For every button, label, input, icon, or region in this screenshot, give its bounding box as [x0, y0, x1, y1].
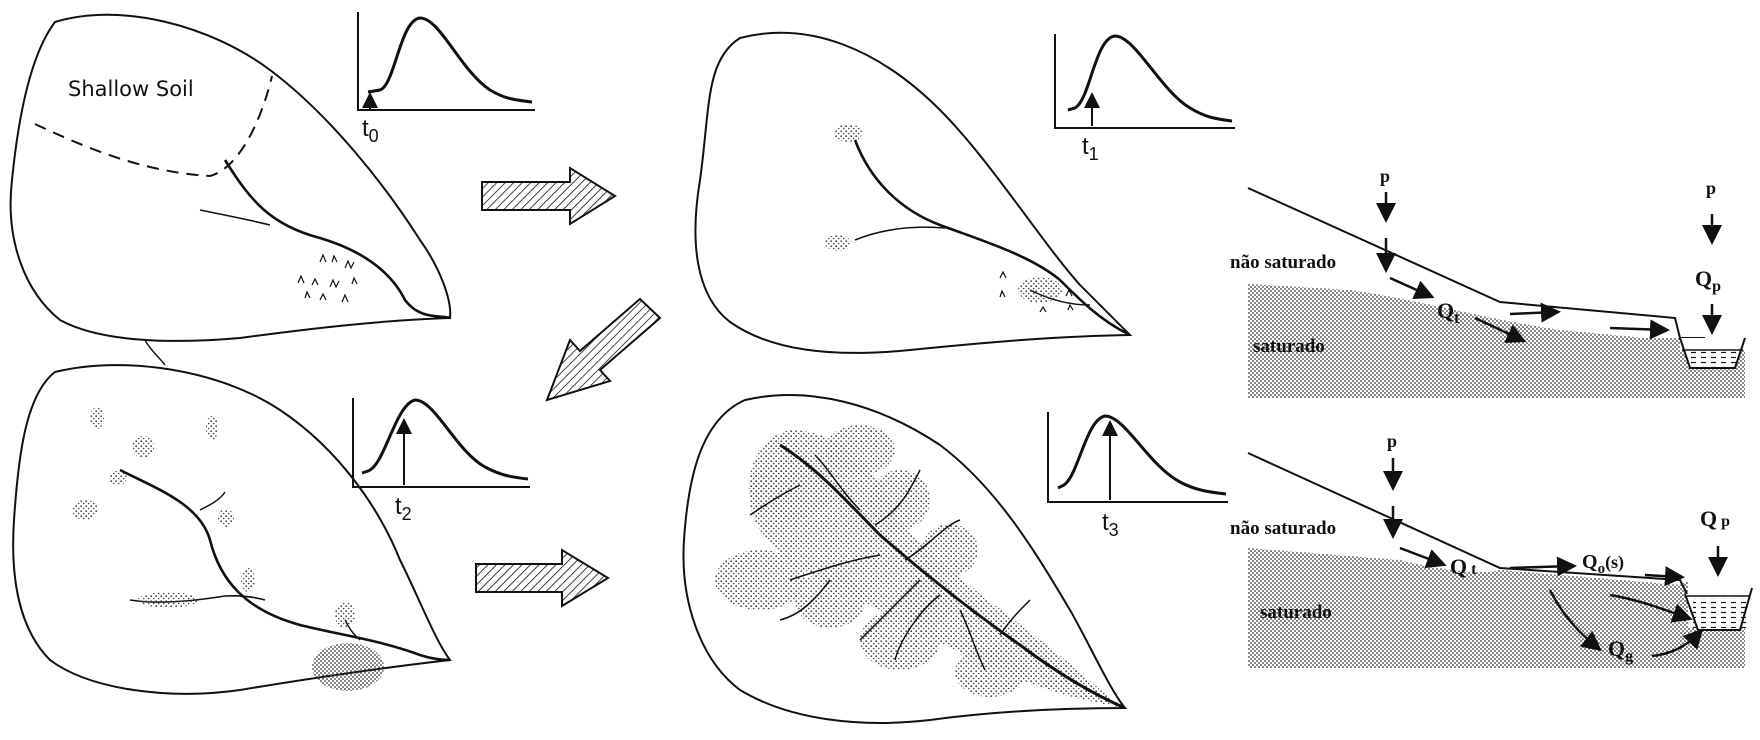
vegetation-marks	[298, 255, 357, 302]
precip-label-top-left: p	[1380, 166, 1390, 186]
saturated-area-b-t2	[132, 436, 154, 458]
saturated-area-c-t2	[206, 416, 218, 440]
tributary-t0	[200, 210, 270, 225]
peak-flow-label-top: Qp	[1695, 266, 1721, 295]
time-label-t3: t3	[1102, 509, 1119, 540]
time-label-t0: t0	[362, 115, 379, 146]
saturated-area-outlet-t1	[1018, 277, 1062, 303]
hydrograph-t1: t1	[1055, 34, 1235, 164]
cross-section-top: p p Qp não saturado saturado Qt	[1230, 166, 1745, 398]
watershed-outline-t0	[11, 15, 451, 341]
hydrograph-t3: t3	[1048, 412, 1228, 540]
stream-channel-t0	[225, 160, 450, 318]
saturated-area-a-t2	[90, 407, 104, 429]
saturated-area-e-t2	[72, 500, 98, 520]
saturated-label-bottom: saturado	[1260, 602, 1332, 623]
time-label-t1: t1	[1082, 133, 1099, 164]
saturated-area-g-t2	[241, 568, 255, 592]
watershed-panel-t1: t1	[695, 33, 1235, 353]
channel-water-bottom	[1693, 598, 1747, 628]
watershed-outline-t1	[695, 33, 1130, 353]
watershed-panel-t2: t2	[13, 340, 530, 694]
sequence-arrow-2	[547, 299, 660, 400]
throughflow-label-top: Qt	[1437, 298, 1460, 327]
precip-label-bottom: p	[1387, 431, 1397, 451]
sequence-arrow-1	[482, 168, 615, 224]
saturated-area-d-t2	[109, 471, 127, 485]
precip-label-top-right: p	[1706, 178, 1716, 198]
hydrograph-t2: t2	[353, 398, 530, 524]
watershed-panel-t0: Shallow Soil t0	[11, 12, 535, 341]
saturated-area-network-t3	[715, 425, 1125, 708]
shallow-soil-label: Shallow Soil	[68, 77, 194, 101]
saturated-area-f-t2	[218, 509, 234, 527]
saturated-label-top: saturado	[1253, 336, 1325, 357]
sequence-arrow-3	[476, 550, 608, 606]
unsaturated-label-top: não saturado	[1230, 252, 1336, 273]
saturated-area-h-t2	[138, 592, 198, 608]
saturated-area-outlet-t2	[312, 643, 384, 691]
saturated-area-source-b	[825, 235, 851, 251]
watershed-panel-t3: t3	[683, 395, 1228, 723]
time-label-t2: t2	[395, 493, 412, 524]
saturated-area-i-t2	[335, 602, 355, 628]
unsaturated-label-bottom: não saturado	[1230, 518, 1336, 539]
channel-water-top	[1688, 350, 1738, 368]
saturated-area-source-a	[834, 124, 862, 142]
hydrograph-t0: t0	[358, 12, 535, 146]
